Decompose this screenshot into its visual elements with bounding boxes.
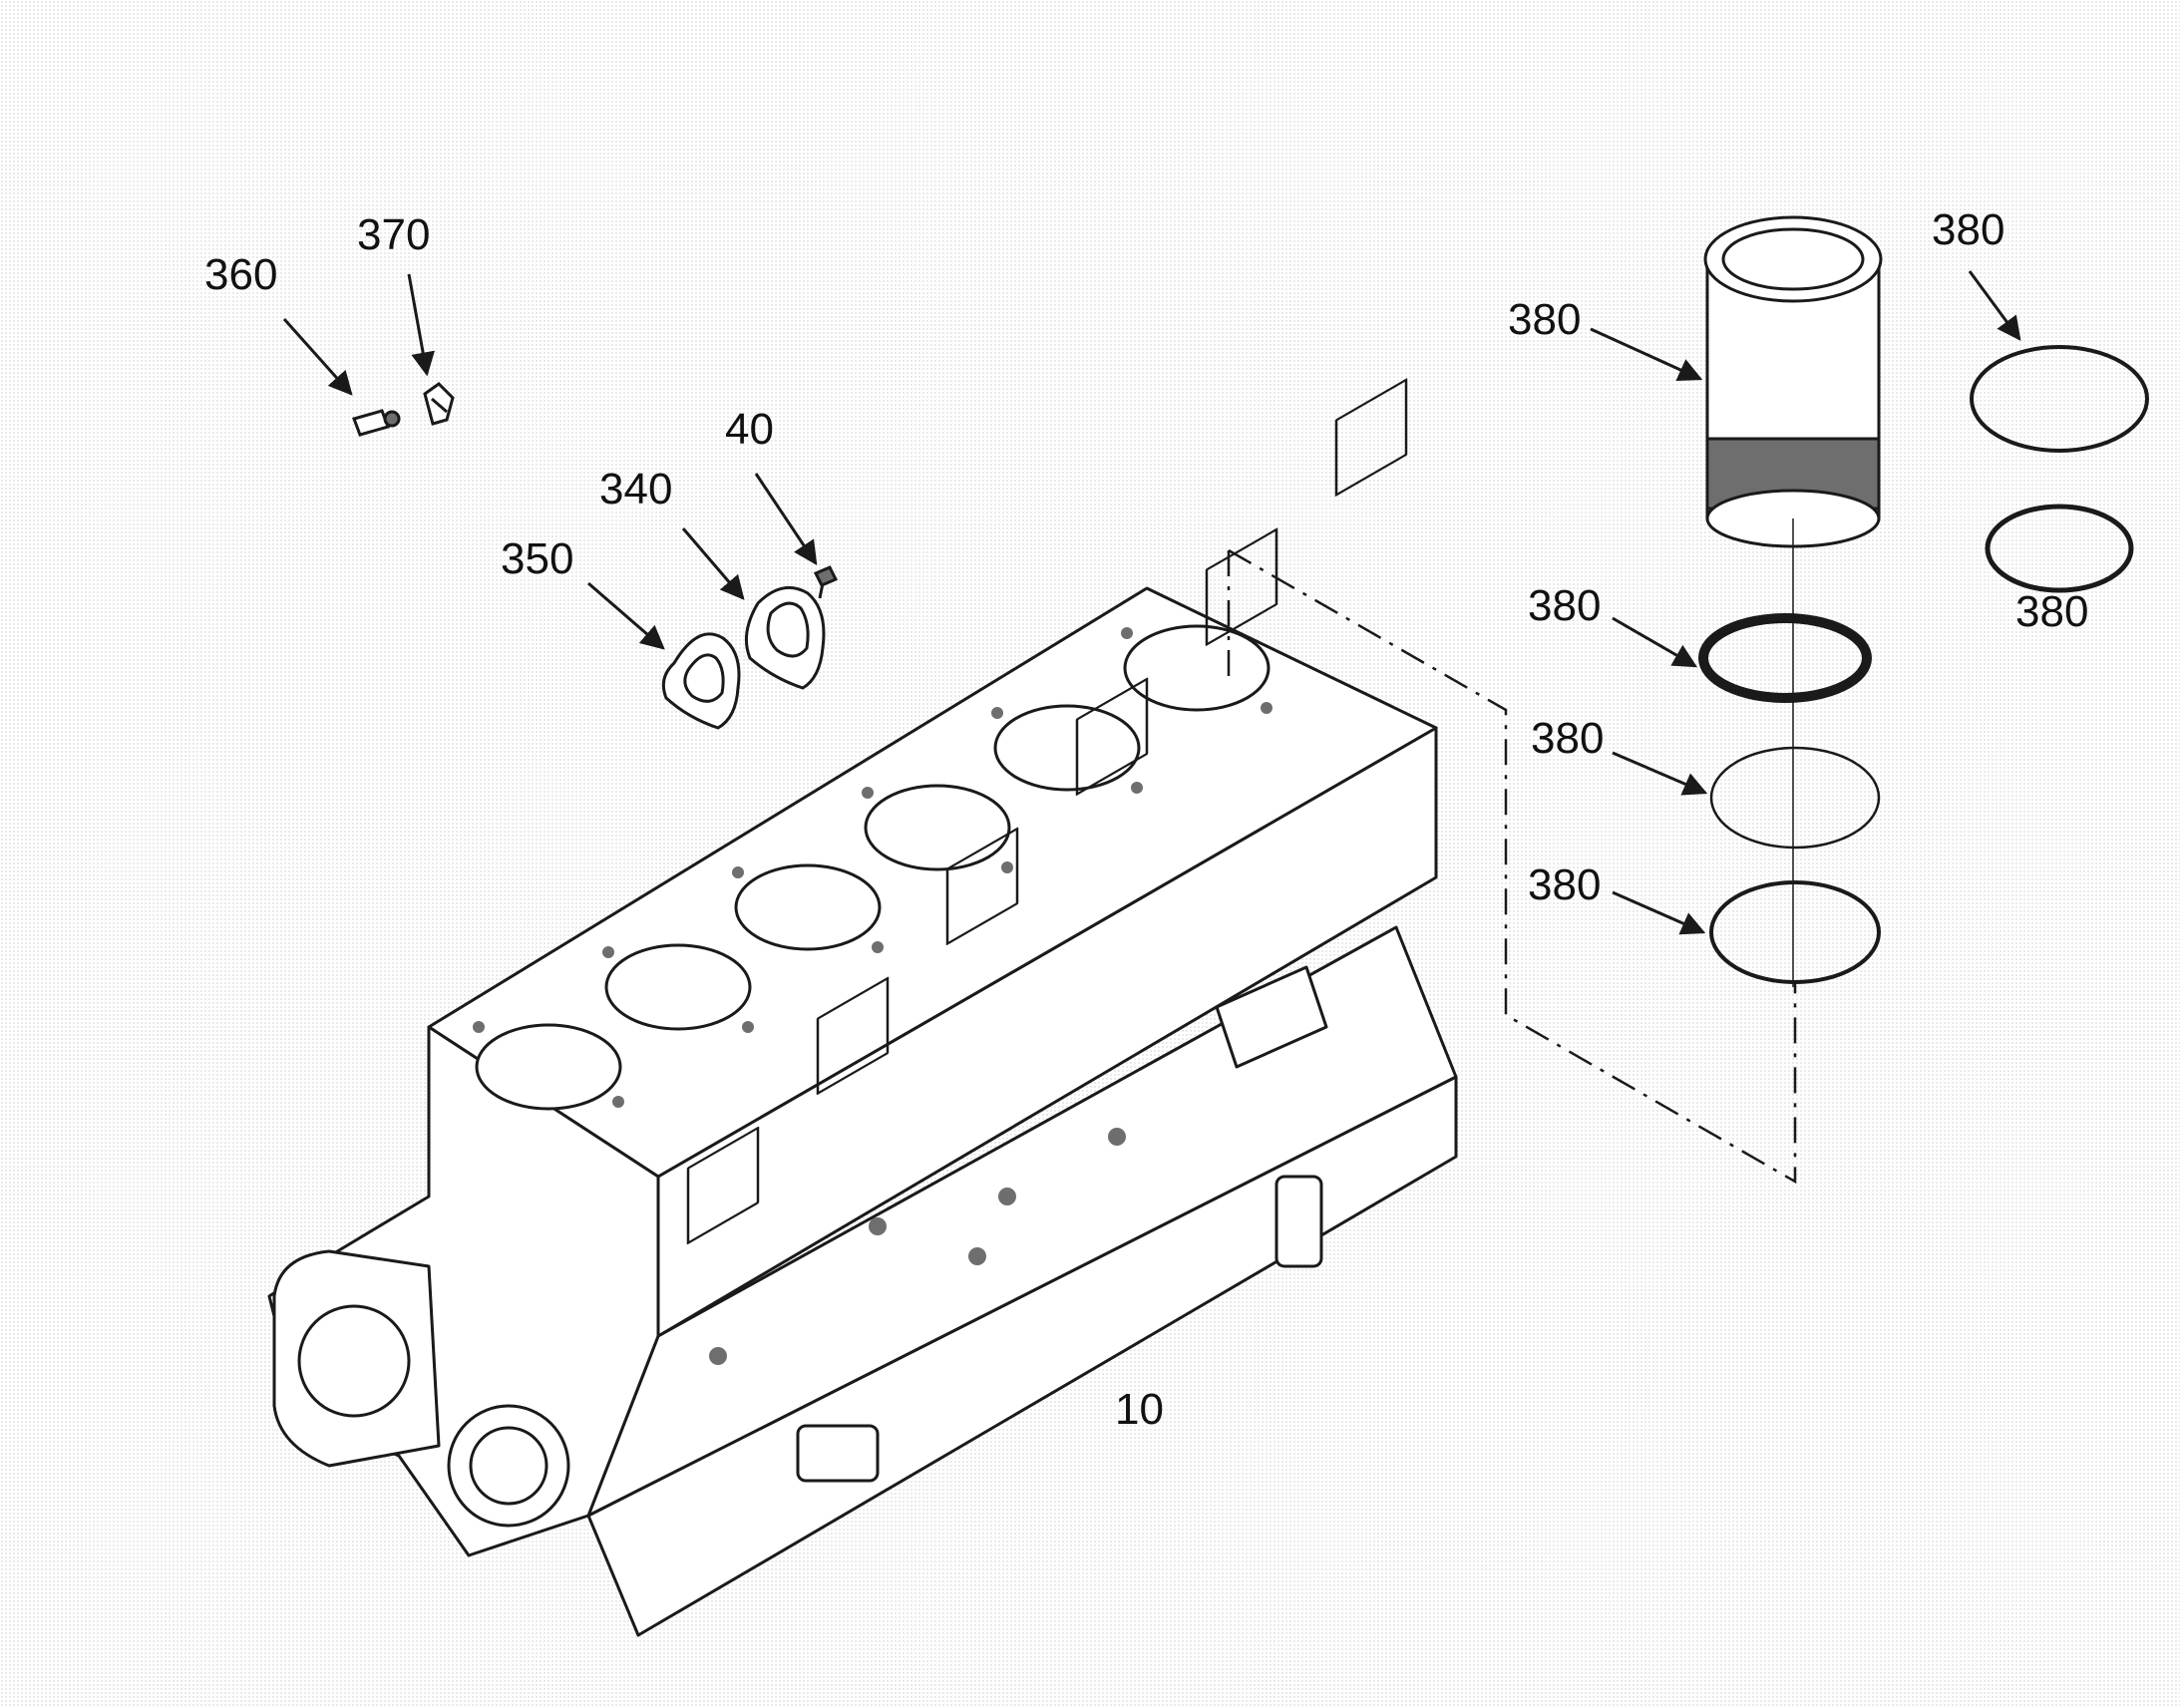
oring-right-large [1970, 345, 2149, 453]
leader-arrows [282, 270, 2021, 935]
water-connection-plate [744, 585, 826, 690]
fitting-part [423, 382, 455, 426]
oring-middle [1709, 746, 1881, 850]
assembly-lines [1227, 518, 1797, 1185]
callout-labels: 360 370 40 340 350 380 380 380 380 380 3… [204, 205, 2088, 1434]
callout-40: 40 [725, 405, 774, 454]
callout-380-liner: 380 [1508, 295, 1581, 344]
callout-380-oring-lower: 380 [1528, 860, 1601, 909]
engine-block [267, 378, 1458, 1637]
callout-380-oring-middle: 380 [1531, 714, 1604, 763]
oring-lower [1709, 880, 1881, 984]
water-connection-gasket [661, 632, 741, 730]
callout-380-ring-small: 380 [2015, 587, 2088, 636]
cylinder-liner [1703, 215, 1883, 548]
callout-350: 350 [501, 534, 573, 583]
callout-360: 360 [204, 250, 277, 299]
oring-right-small [1985, 504, 2134, 593]
callout-380-seal-ring: 380 [1528, 581, 1601, 630]
callout-10: 10 [1115, 1385, 1164, 1434]
callout-340: 340 [599, 465, 672, 513]
callout-370: 370 [357, 210, 430, 259]
bolt-part [813, 565, 839, 599]
plug-part [352, 409, 401, 437]
callout-380-ring-large: 380 [1932, 205, 2004, 254]
liner-seal-ring-thick [1698, 613, 1872, 703]
